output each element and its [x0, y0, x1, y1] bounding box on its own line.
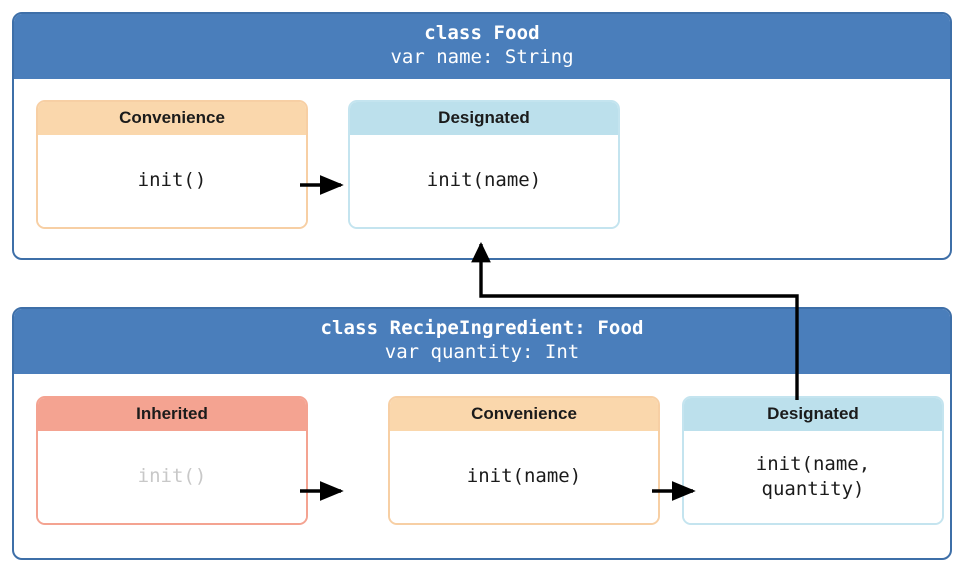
init-box-food-convenience[interactable]: Convenience init() — [36, 99, 308, 229]
class-signature-food: class Food — [424, 22, 540, 44]
class-body-recipe-ingredient: Inherited init() Convenience init(name) … — [14, 374, 950, 549]
class-panel-food: class Food var name: String Convenience … — [12, 12, 952, 260]
init-box-recipe-inherited[interactable]: Inherited init() — [36, 395, 308, 525]
class-panel-recipe-ingredient: class RecipeIngredient: Food var quantit… — [12, 307, 952, 560]
init-box-recipe-designated[interactable]: Designated init(name, quantity) — [682, 395, 944, 525]
class-variable-food: var name: String — [390, 46, 574, 69]
init-box-title: Designated — [684, 397, 942, 431]
class-body-food: Convenience init() Designated init(name) — [14, 79, 950, 249]
init-box-recipe-convenience[interactable]: Convenience init(name) — [388, 395, 660, 525]
class-header-food: class Food var name: String — [14, 14, 950, 79]
init-box-title: Convenience — [390, 397, 658, 431]
init-box-code: init() — [38, 430, 306, 523]
class-header-recipe-ingredient: class RecipeIngredient: Food var quantit… — [14, 309, 950, 374]
init-box-code: init(name) — [390, 430, 658, 523]
class-signature-recipe-ingredient: class RecipeIngredient: Food — [320, 317, 644, 339]
class-variable-recipe-ingredient: var quantity: Int — [384, 341, 580, 364]
init-box-title: Inherited — [38, 397, 306, 431]
init-box-code: init(name, quantity) — [684, 430, 942, 523]
init-box-code: init() — [38, 134, 306, 227]
init-box-title: Convenience — [38, 101, 306, 135]
init-box-code: init(name) — [350, 134, 618, 227]
init-box-food-designated[interactable]: Designated init(name) — [348, 99, 620, 229]
init-box-title: Designated — [350, 101, 618, 135]
